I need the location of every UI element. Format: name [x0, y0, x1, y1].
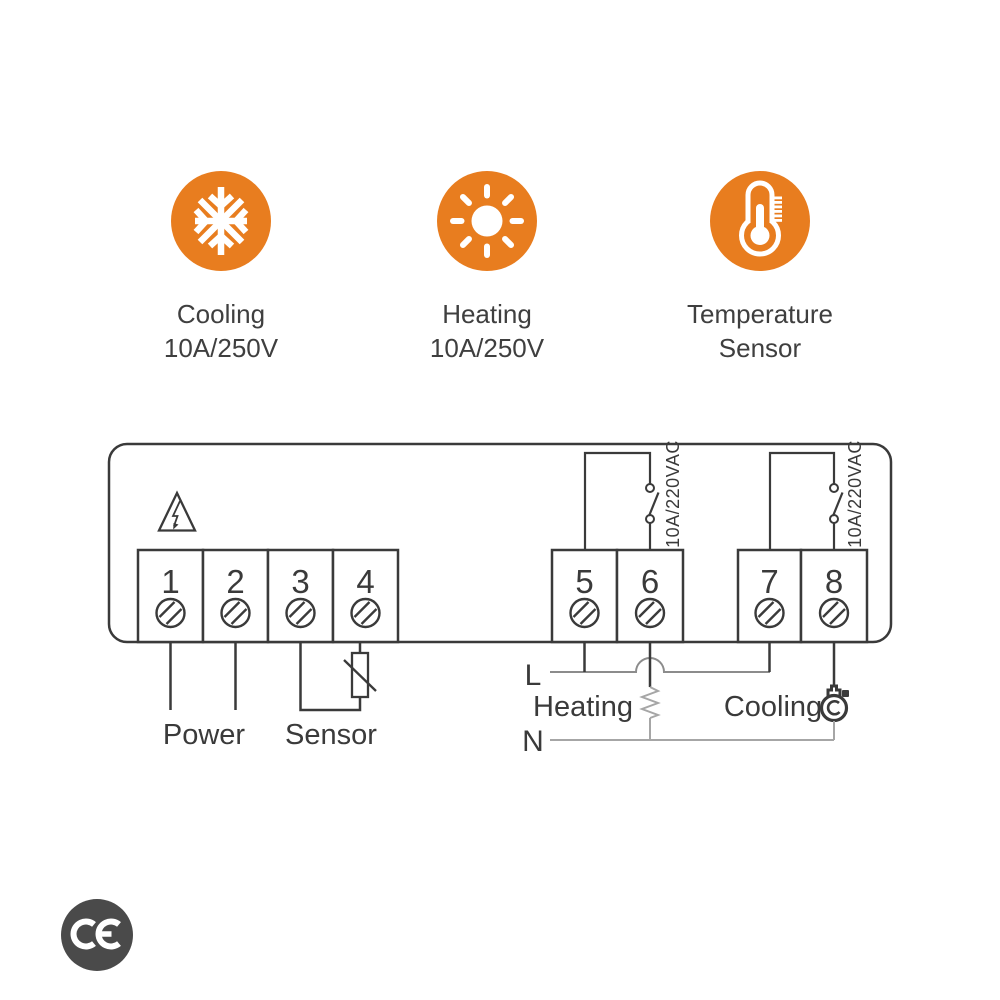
feature-label: Heating [442, 299, 532, 329]
screw-icon [155, 597, 186, 629]
feature-rating: Sensor [718, 333, 802, 363]
heating-element-resistor [639, 686, 661, 719]
terminal-number: 6 [641, 563, 659, 600]
screw-icon [818, 597, 850, 629]
cooling-label: Cooling [724, 691, 822, 723]
wiring-diagram: 10A/220VAC 10A/220VAC 1 2 [107, 440, 893, 758]
heating-icon-circle [437, 171, 537, 271]
terminal-number: 4 [356, 563, 374, 600]
feature-label: Temperature [687, 299, 833, 329]
screw-icon [285, 597, 316, 629]
terminal-number: 7 [760, 563, 778, 600]
terminal-number: 3 [291, 563, 309, 600]
terminal-number: 8 [825, 563, 843, 600]
thermistor-icon [343, 651, 377, 699]
screw-icon [569, 597, 600, 629]
screw-icon [754, 597, 785, 629]
power-label: Power [163, 719, 246, 751]
feature-cooling: Cooling 10A/250V [111, 171, 331, 365]
feature-rating: 10A/250V [163, 333, 279, 363]
high-voltage-warning-icon [157, 490, 197, 532]
power-wires [169, 642, 237, 710]
live-label: L [525, 659, 542, 692]
screw-icons [155, 597, 850, 629]
relay-switch-2 [768, 451, 844, 550]
feature-heating: Heating 10A/250V [377, 171, 597, 365]
compressor-icon [819, 684, 849, 723]
relay-rating-label-2: 10A/220VAC [845, 440, 865, 548]
heating-label: Heating [533, 691, 633, 723]
screw-icon [220, 597, 251, 629]
temperature-icon-circle [710, 171, 810, 271]
terminal-number: 5 [575, 563, 593, 600]
terminal-block-7-8 [736, 548, 869, 644]
feature-rating: 10A/250V [429, 333, 545, 363]
terminal-number: 2 [226, 563, 244, 600]
terminal-number: 1 [161, 563, 179, 600]
live-wire-stubs [583, 642, 771, 672]
snowflake-icon [171, 171, 271, 271]
screw-icon [634, 597, 666, 629]
relay-rating-label-1: 10A/220VAC [663, 440, 683, 548]
feature-label: Cooling [176, 299, 266, 329]
thermometer-icon [710, 171, 810, 271]
sensor-wiring [299, 642, 362, 712]
screw-icon [350, 597, 381, 629]
sensor-label: Sensor [285, 719, 377, 751]
ce-mark-logo [61, 899, 133, 971]
neutral-label: N [522, 725, 544, 758]
feature-temperature-sensor: Temperature Sensor [650, 171, 870, 365]
live-wire [550, 657, 770, 673]
sun-icon [437, 171, 537, 271]
terminal-block-5-6 [550, 548, 685, 644]
relay-switch-1 [583, 451, 660, 550]
cooling-icon-circle [171, 171, 271, 271]
